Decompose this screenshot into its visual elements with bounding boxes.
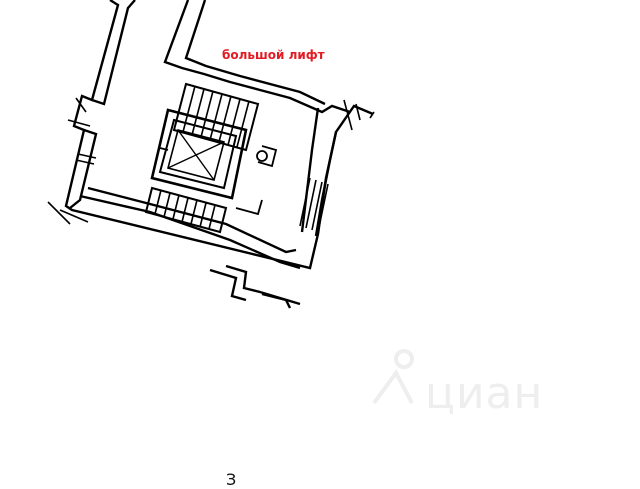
corridor-wall-upper-inner: [184, 0, 326, 106]
landing-fixtures: [159, 145, 278, 216]
elevator-label: большой лифт: [222, 48, 325, 62]
stairs-upper: [172, 82, 260, 152]
bottom-wall-stub: [209, 268, 247, 302]
right-door-marks: [47, 97, 375, 225]
outer-wall-left-inner: [91, 0, 136, 106]
right-window: [299, 177, 329, 233]
elevator-shaft: [150, 108, 248, 200]
cian-logo-icon: [372, 349, 414, 405]
corridor-wall-lower: [79, 194, 301, 270]
left-window: [75, 153, 97, 165]
bottom-wall-edge: [261, 292, 292, 309]
corridor-wall-lower-inner: [87, 186, 297, 254]
corridor-wall-right: [314, 131, 338, 237]
outer-wall: [64, 0, 374, 270]
corridor-wall-right-inner: [300, 107, 320, 233]
watermark-text: циан: [425, 368, 544, 419]
stairs-lower: [144, 186, 228, 234]
corridor-wall-upper: [163, 0, 351, 114]
outer-wall-left-lower: [69, 128, 98, 209]
